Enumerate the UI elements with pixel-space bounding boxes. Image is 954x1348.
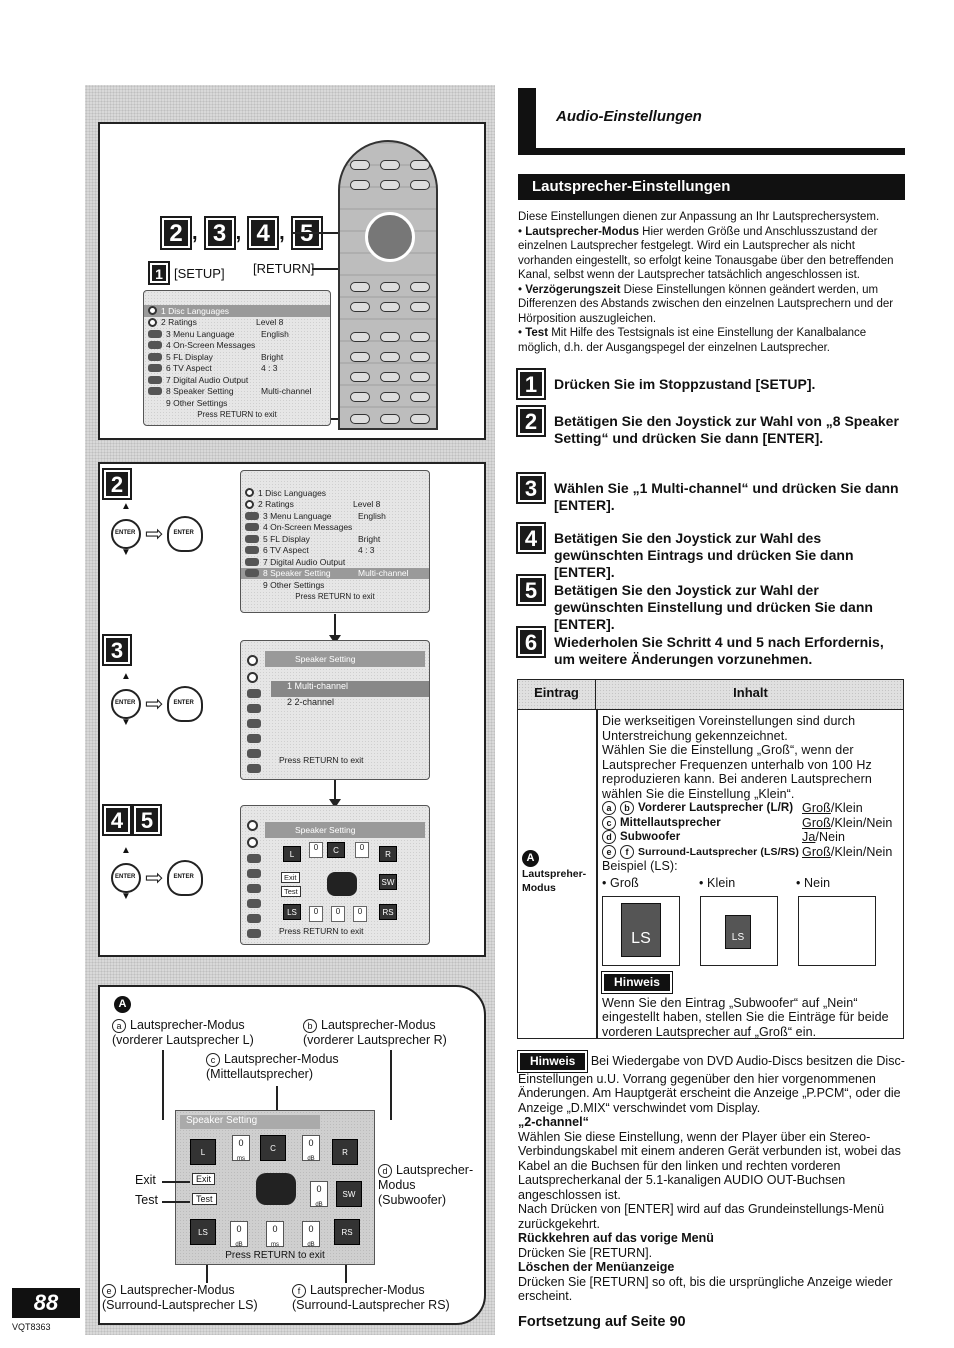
joystick-gesture: ⇨ <box>111 860 204 896</box>
speaker-setting-menu: Speaker Setting 1 Multi-channel 2 2-chan… <box>240 640 430 780</box>
table-row-content: Die werkseitigen Voreinstellungen sind d… <box>600 714 900 1039</box>
down-arrow-icon <box>329 614 341 644</box>
chapter-title: Audio-Einstellungen <box>556 108 702 125</box>
continuation-note: Fortsetzung auf Seite 90 <box>518 1314 686 1330</box>
example-large-speaker: LS <box>602 896 680 966</box>
document-code: VQT8363 <box>12 1322 51 1332</box>
joystick-icon <box>111 689 141 719</box>
remote-control <box>338 140 438 430</box>
header-bar <box>518 88 536 150</box>
joystick-icon <box>365 212 415 262</box>
section-title: Lautsprecher-Einstellungen <box>518 174 905 200</box>
return-button-label: [RETURN] <box>253 261 315 276</box>
marker-a-icon: A <box>114 996 131 1013</box>
step-marker-4-5: 4 5 <box>102 804 162 836</box>
callout-test: Test <box>135 1193 158 1207</box>
table-header-content: Inhalt <box>733 685 768 700</box>
speaker-large-icon: LS <box>621 903 661 957</box>
hinweis-badge: Hinweis <box>516 1050 589 1073</box>
marker-a-icon: A <box>522 850 539 867</box>
step-badge: 3 <box>203 216 236 250</box>
step-badge: 4 <box>247 216 280 250</box>
hinweis-badge: Hinweis <box>600 971 674 994</box>
callout-line <box>292 232 348 234</box>
example-small-speaker: LS <box>700 896 778 966</box>
down-arrow-icon <box>329 780 341 808</box>
hand-press-icon <box>167 686 204 722</box>
joystick-gesture: ⇨ <box>111 516 204 552</box>
step-badge: 2 <box>160 216 192 250</box>
header-rule <box>518 148 905 155</box>
joystick-gesture: ⇨ <box>111 686 204 722</box>
setup-label: 1 [SETUP] <box>148 261 225 285</box>
step-marker-2: 2 <box>102 468 132 500</box>
subwoofer-icon <box>256 1173 296 1205</box>
speaker-setting-grid: Speaker Setting L 0 C 0 R Exit Test SW L… <box>240 805 430 945</box>
intro-text: Diese Einstellungen dienen zur Anpassung… <box>518 211 894 354</box>
joystick-icon <box>111 519 141 549</box>
callout-exit: Exit <box>135 1173 156 1187</box>
step-badge: 1 <box>148 261 170 285</box>
hand-press-icon <box>167 516 204 552</box>
note-section: Hinweis Bei Wiedergabe von DVD Audio-Dis… <box>516 1050 905 1304</box>
step-numbers-2-5: 2, 3, 4, 5 <box>160 216 323 250</box>
setup-button-label: [SETUP] <box>174 265 225 281</box>
table-row-label: A Lautspreher-Modus <box>522 850 587 894</box>
example-no-speaker <box>798 896 876 966</box>
speaker-size-examples: LS LS <box>602 896 900 966</box>
joystick-icon <box>111 863 141 893</box>
speaker-small-icon: LS <box>725 915 751 949</box>
hand-press-icon <box>167 860 204 896</box>
page-number: 88 <box>12 1288 80 1318</box>
callout-line <box>312 268 352 270</box>
table-header-entry: Eintrag <box>518 680 596 710</box>
settings-table: Eintrag Inhalt A Lautspreher-Modus Die w… <box>517 679 904 1039</box>
step-marker-3: 3 <box>102 634 132 666</box>
